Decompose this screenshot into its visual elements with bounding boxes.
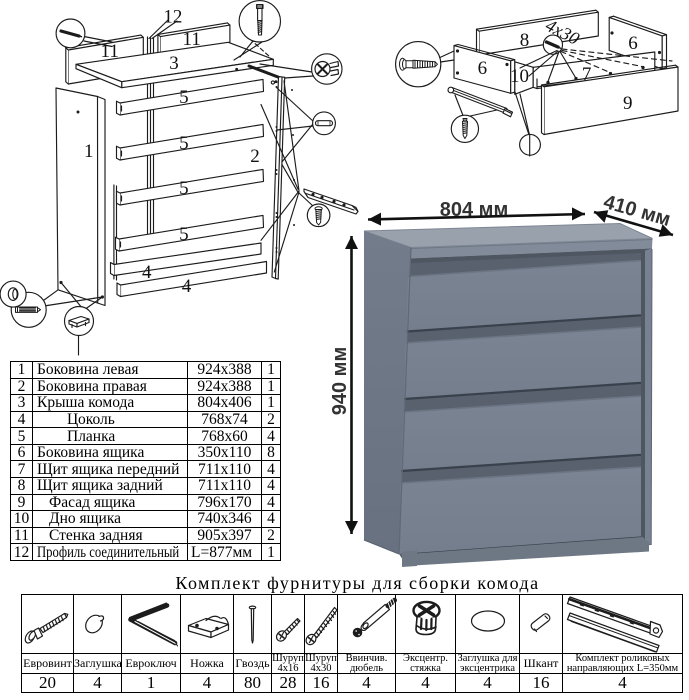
svg-text:12: 12 [163,7,182,28]
svg-text:6: 6 [478,58,488,79]
svg-text:6: 6 [628,33,638,54]
svg-text:10: 10 [510,66,529,87]
svg-text:8: 8 [520,30,530,51]
svg-text:9: 9 [623,93,633,114]
svg-text:11: 11 [183,29,201,50]
svg-text:3: 3 [169,53,179,74]
svg-text:4: 4 [182,276,192,297]
svg-text:5: 5 [179,87,189,108]
svg-text:1: 1 [84,141,94,162]
svg-text:940 мм: 940 мм [329,347,351,416]
svg-text:5: 5 [179,178,189,199]
svg-text:4: 4 [142,262,152,283]
svg-text:2: 2 [250,146,260,167]
svg-text:5: 5 [179,133,189,154]
svg-text:5: 5 [179,224,189,245]
svg-text:7: 7 [582,64,592,85]
svg-text:11: 11 [101,41,119,62]
